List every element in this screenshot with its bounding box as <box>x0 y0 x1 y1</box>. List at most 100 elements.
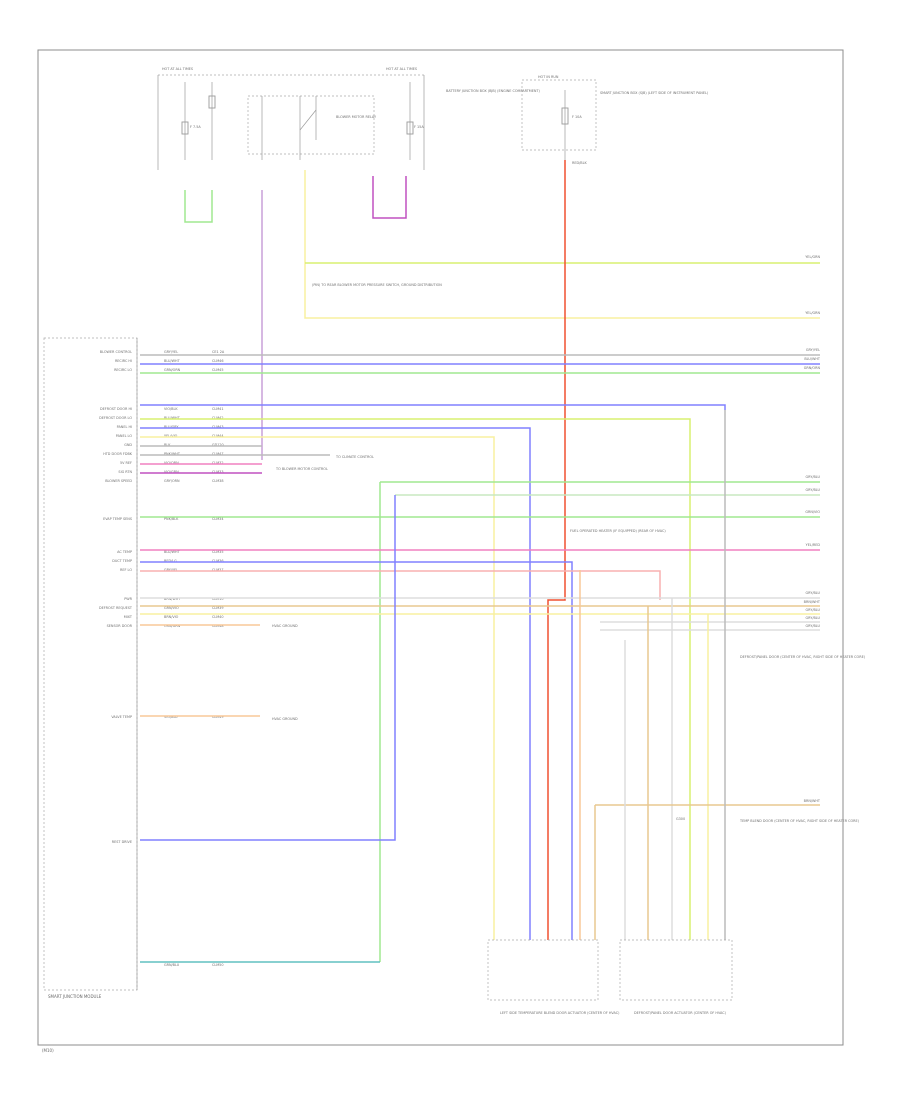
rw-12: GRY/BLU <box>805 616 820 620</box>
splice-note: (PIN) TO REAR BLOWER MOTOR PRESSURE SWIT… <box>312 283 442 287</box>
hot-at-all-times-left: HOT AT ALL TIMES <box>162 67 193 71</box>
sig-15-wire: GRY/YEL <box>164 568 178 572</box>
rw-5: GRY/BLU <box>805 475 820 479</box>
right-actuator-label: DEFROST/PANEL DOOR ACTUATOR (CENTER OF H… <box>634 1011 727 1015</box>
sig-8-wire: PNK/WHT <box>164 452 181 456</box>
sig-8-circ: CLM47 <box>212 452 224 456</box>
sig-6-wire: YEL/VIO <box>164 434 178 438</box>
sig-6-name: PANEL LO <box>116 434 133 438</box>
right-actuator-box <box>619 939 733 1001</box>
sig-12-circ: CLM34 <box>212 517 224 521</box>
ground-label: G300 <box>676 817 685 821</box>
rw-13: GRY/BLU <box>805 624 820 628</box>
door-note-bottom: TEMP BLEND DOOR (CENTER OF HVAC, RIGHT S… <box>739 819 860 823</box>
sig-18-circ: CLM40 <box>212 615 224 619</box>
sig-9-name: 5V REF <box>120 461 132 465</box>
bjb-label: BATTERY JUNCTION BOX (BJB) (ENGINE COMPA… <box>446 89 540 93</box>
relay-label: BLOWER MOTOR RELAY <box>336 115 377 119</box>
sig-0-circ: CE1 2A <box>212 350 225 354</box>
right-wire-yg2: YEL/GRN <box>805 311 820 315</box>
rw-6: GRY/BLU <box>805 488 820 492</box>
sig-4-wire: BLU/WHT <box>164 416 181 420</box>
right-wires: BRN/WHT FUEL OPERATED HEATER (IF EQUIPPE… <box>570 410 866 940</box>
sig-13-name: AC TEMP <box>117 550 132 554</box>
sig-18-wire: BRN/VIO <box>164 615 179 619</box>
sig-2-wire: GRN/ORN <box>164 368 181 372</box>
module: SMART JUNCTION MODULE <box>43 337 138 999</box>
sig-3-name: DEFROST DOOR HI <box>100 407 132 411</box>
sig-21-wire: GRN/BLU <box>164 963 180 967</box>
sjb-box <box>521 79 597 151</box>
rw-2: GRY/YEL <box>806 348 820 352</box>
sig-0-wire: GRY/YEL <box>164 350 178 354</box>
fuse-b-label: F 10A <box>572 115 582 119</box>
rw-7: GRN/VIO <box>805 510 820 514</box>
module-box <box>43 337 138 991</box>
sig-13-wire: BLU/WHT <box>164 550 181 554</box>
sig-14-circ: CLM36 <box>212 559 224 563</box>
sig-16-name: PWR <box>124 597 132 601</box>
sig-4-circ: CLM42 <box>212 416 224 420</box>
to-climate-label: TO CLIMATE CONTROL <box>335 455 374 459</box>
sig-3-wire: VIO/BLK <box>164 407 178 411</box>
hot-at-all-times-right: HOT AT ALL TIMES <box>386 67 417 71</box>
actuators: LEFT SIDE TEMPERATURE BLEND DOOR ACTUATO… <box>487 939 733 1015</box>
blower-motor-relay-box <box>247 95 375 155</box>
rw-14: BRN/WHT <box>804 799 821 803</box>
sig-18-name: MIXT <box>124 615 133 619</box>
top-section: HOT AT ALL TIMES HOT AT ALL TIMES F 7.5A… <box>157 67 709 170</box>
sig-3-circ: CLM41 <box>212 407 224 411</box>
hot-in-run-label: HOT IN RUN <box>538 75 559 79</box>
sig-14-name: DUCT TEMP <box>112 559 132 563</box>
sig-1-circ: CLM46 <box>212 359 224 363</box>
sig-10-name: SIG RTN <box>118 470 132 474</box>
sjb-label: SMART JUNCTION BOX (SJB) (LEFT SIDE OF I… <box>600 91 709 95</box>
fuel-note: FUEL OPERATED HEATER (IF EQUIPPED) (REAR… <box>570 529 666 533</box>
sig-19-circ: CLM48 <box>212 624 224 628</box>
sig-10-circ: CLM33 <box>212 470 224 474</box>
rw-4: GRN/ORN <box>804 366 821 370</box>
diagram-frame <box>37 49 844 1046</box>
hvac-ground-1: HVAC GROUND <box>272 624 298 628</box>
sig-10-wire: VIO/GRN <box>164 470 179 474</box>
sig-17-name: DEFROST REQUEST <box>99 606 133 610</box>
sig-12-wire: PNK/BLK <box>164 517 179 521</box>
sig-20-wire: VIO/BLU <box>164 715 178 719</box>
to-blower-label: TO BLOWER MOTOR CONTROL <box>275 467 328 471</box>
sig-16-circ: CLM10 <box>212 597 224 601</box>
fuse-c-label: F 15A <box>414 125 424 129</box>
module-title: SMART JUNCTION MODULE <box>48 994 102 999</box>
sig-20-circ: CLM49 <box>212 715 224 719</box>
sjb-wire-label: RED/BLK <box>572 161 587 165</box>
sig-5-name: PANEL HI <box>117 425 132 429</box>
footer-code: (M10) <box>42 1048 54 1053</box>
sig-9-wire: VIO/ORN <box>164 461 179 465</box>
sig-11-wire: GRY/ORN <box>164 479 180 483</box>
sig-11-circ: CLM38 <box>212 479 224 483</box>
rw-8: YEL/RED <box>806 543 821 547</box>
sig-20-name: VALVE TEMP <box>111 715 132 719</box>
rw-3: BLU/WHT <box>804 357 821 361</box>
top-wires <box>184 160 820 940</box>
signal-rows: BLOWER CONTROL GRY/YEL CE1 2A GRY/YEL RE… <box>99 348 821 967</box>
sig-16-wire: BRN/WHT <box>164 597 181 601</box>
sig-19-wire: ORN/GRN <box>164 624 181 628</box>
sig-7-name: GND <box>124 443 132 447</box>
sig-21-circ: CLM50 <box>212 963 224 967</box>
sig-15-name: REF LO <box>120 568 132 572</box>
sig-8-name: HTD DOOR FDBK <box>103 452 133 456</box>
sig-14-wire: RED/LG <box>164 559 177 563</box>
sig-5-circ: CLM43 <box>212 425 224 429</box>
sig-0-name: BLOWER CONTROL <box>100 350 132 354</box>
sig-7-circ: GD120 <box>212 443 224 447</box>
rw-10: BRN/WHT <box>804 600 821 604</box>
rw-11: GRY/BLU <box>805 608 820 612</box>
right-wire-yg1: YEL/GRN <box>805 255 820 259</box>
sig-11-name: BLOWER SPEED <box>105 479 132 483</box>
sig-5-wire: BLU/GRY <box>164 425 179 429</box>
sig-2-circ: CLM45 <box>212 368 224 372</box>
sig-12-name: EVAP TEMP SENS <box>103 517 132 521</box>
sig-13-circ: CLM35 <box>212 550 224 554</box>
sig-6-circ: CLM44 <box>212 434 224 438</box>
